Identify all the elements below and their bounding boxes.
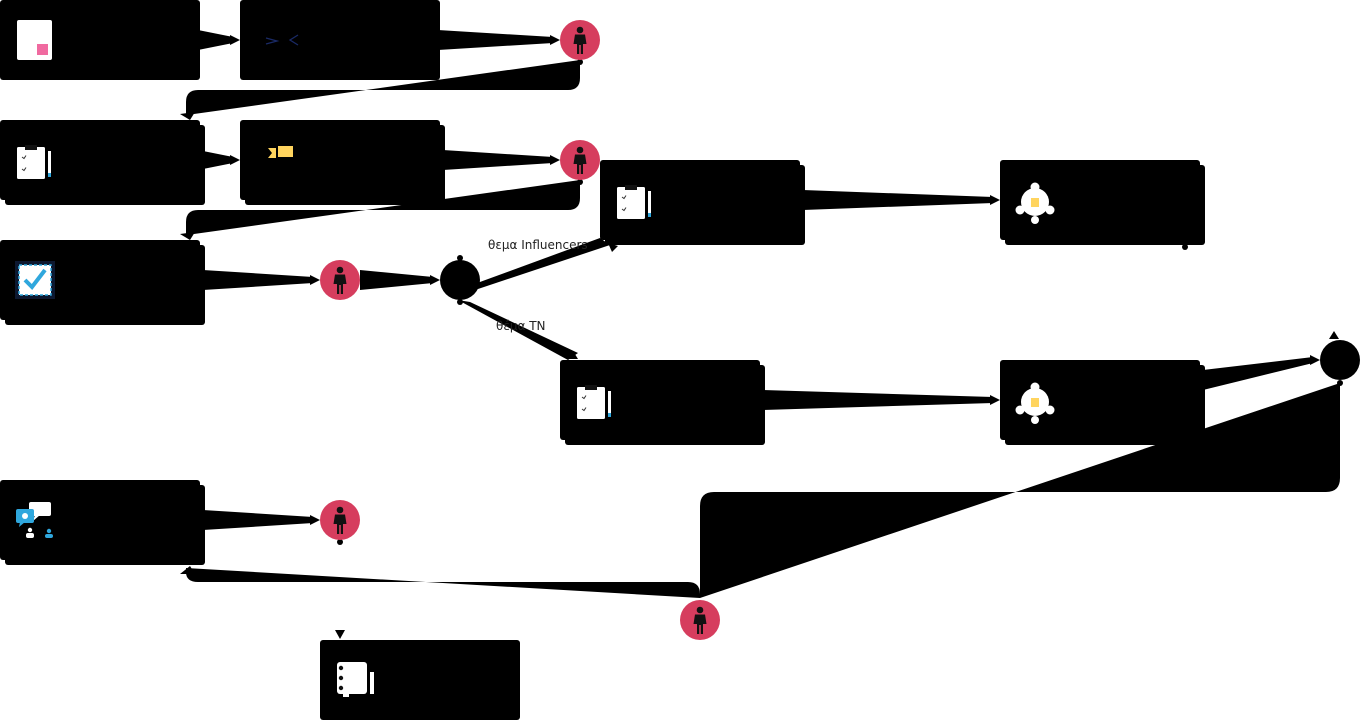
document-pink-icon (17, 20, 52, 60)
task-node-4[interactable] (240, 120, 445, 205)
task-node-2[interactable] (240, 0, 440, 80)
influencers-branch-label: θεμα Influencers (488, 238, 588, 252)
person-node-3[interactable] (320, 260, 360, 300)
code-brackets-icon (265, 34, 299, 46)
gateway-node-1[interactable] (440, 260, 480, 300)
task-node-1[interactable] (0, 0, 200, 80)
task-node-6[interactable] (600, 160, 805, 245)
approved-certificate-icon (15, 261, 55, 299)
task-node-3[interactable] (0, 120, 205, 205)
task-node-7[interactable] (1000, 160, 1205, 245)
task-node-11[interactable] (320, 640, 520, 720)
person-node-1[interactable] (560, 20, 600, 60)
person-node-5[interactable] (680, 600, 720, 640)
person-node-2[interactable] (560, 140, 600, 180)
notebook-icon (337, 662, 374, 697)
chat-users-icon (16, 502, 53, 538)
merge-circle-icon (1320, 340, 1360, 380)
sticky-note-icon (268, 146, 293, 158)
task-node-10[interactable] (0, 480, 205, 565)
task-node-8[interactable] (560, 360, 765, 445)
tn-branch-label: θέμα TN (496, 319, 546, 333)
connection-points (200, 37, 1343, 545)
decision-circle-icon (440, 260, 480, 300)
connector-lines (186, 30, 1340, 598)
gateway-node-2[interactable] (1320, 340, 1360, 380)
task-node-9[interactable] (1000, 360, 1205, 445)
arrowheads (180, 35, 1339, 639)
person-node-4[interactable] (320, 500, 360, 540)
task-node-5[interactable] (0, 240, 205, 325)
